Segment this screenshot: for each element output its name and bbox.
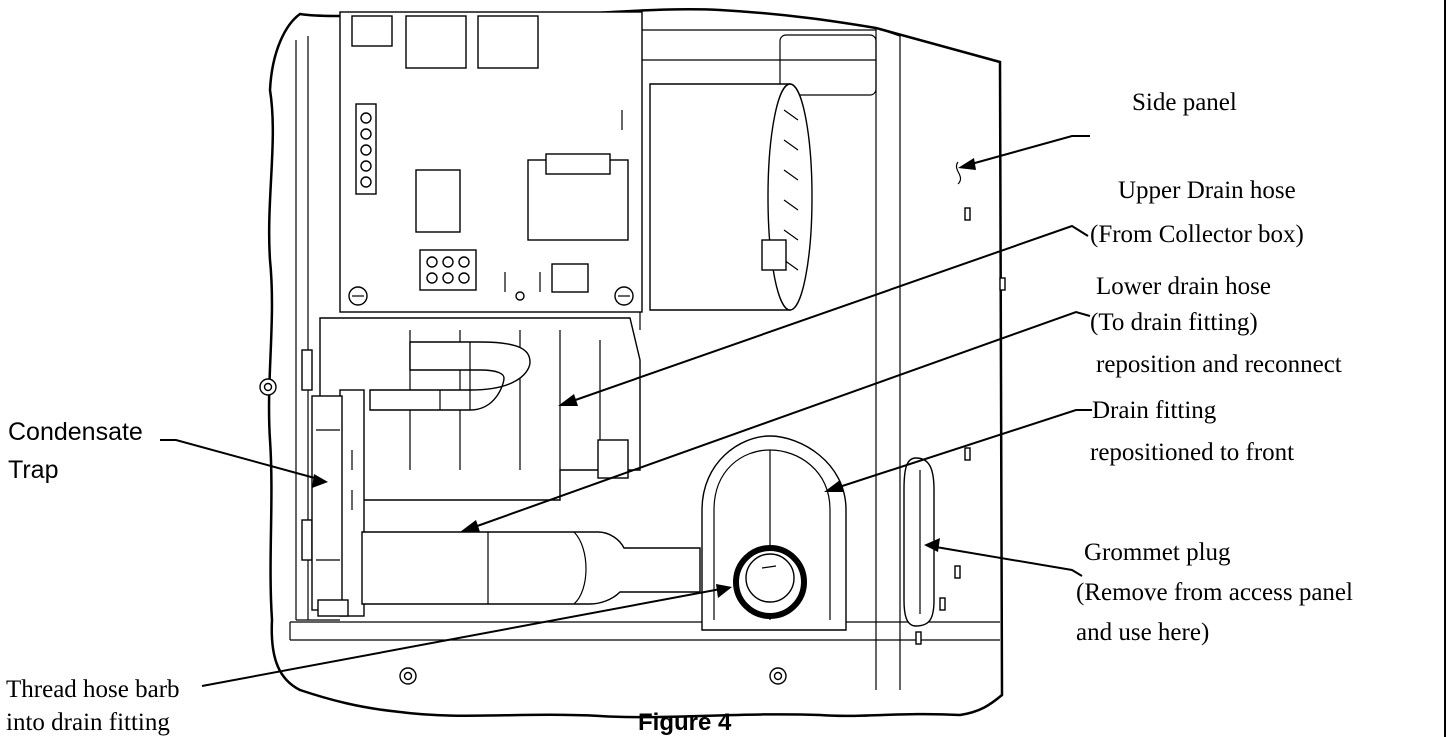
label-lower-drain-hose: Lower drain hose bbox=[1096, 273, 1271, 300]
label-lower-drain-hose-sub2: reposition and reconnect bbox=[1096, 351, 1342, 378]
terminal-screws bbox=[360, 112, 372, 188]
board-relay-2 bbox=[405, 15, 467, 69]
leader-thread-hose-barb bbox=[201, 587, 727, 687]
label-condensate-trap: Condensate bbox=[8, 418, 143, 446]
left-wall-clip-2 bbox=[301, 519, 313, 561]
collector-port bbox=[597, 439, 629, 479]
upper-hose-cuff bbox=[439, 342, 471, 410]
label-drain-fitting-sub: repositioned to front bbox=[1090, 439, 1294, 466]
upper-right-bracket bbox=[779, 34, 877, 96]
leader-drain-fitting bbox=[829, 409, 1092, 491]
label-upper-drain-hose-sub: (From Collector box) bbox=[1090, 221, 1304, 248]
board-mount-screw-icon bbox=[614, 286, 634, 306]
connector-pins bbox=[426, 256, 470, 284]
screw-icon bbox=[259, 378, 277, 396]
board-hole bbox=[515, 291, 525, 301]
label-side-panel: Side panel bbox=[1132, 89, 1237, 116]
trap-ribs bbox=[316, 429, 353, 561]
left-wall-clip bbox=[301, 349, 313, 391]
board-relay-1 bbox=[351, 15, 393, 47]
arrow-side-panel bbox=[958, 158, 976, 170]
arrow-lower-drain-hose bbox=[460, 520, 480, 532]
grommet-plug bbox=[903, 457, 935, 627]
arrow-condensate-trap bbox=[312, 474, 328, 488]
panel-fasteners bbox=[915, 207, 1006, 645]
label-condensate-trap-sub: Trap bbox=[8, 456, 58, 484]
arrow-drain-fitting bbox=[824, 480, 844, 492]
motor-vents bbox=[783, 109, 799, 271]
hose-barb bbox=[745, 553, 795, 603]
figure-caption: Figure 4 bbox=[638, 709, 732, 736]
side-panel-mark bbox=[955, 161, 962, 185]
board-slots bbox=[504, 110, 623, 292]
arrow-grommet-plug bbox=[924, 538, 940, 552]
label-lower-drain-hose-sub: (To drain fitting) bbox=[1090, 309, 1258, 336]
bottom-rail bbox=[289, 621, 1000, 641]
label-thread-hose-barb-sub: into drain fitting bbox=[6, 709, 170, 736]
screw-icon bbox=[769, 667, 787, 685]
motor-endcap bbox=[767, 83, 813, 311]
condensate-trap-face bbox=[311, 395, 343, 611]
lower-hose-cuff bbox=[487, 531, 587, 605]
board-connector bbox=[419, 249, 477, 291]
board-transformer-top bbox=[545, 153, 611, 175]
leader-side-panel bbox=[963, 135, 1090, 167]
leader-condensate-trap bbox=[160, 439, 323, 481]
board-jumper bbox=[551, 263, 589, 293]
trap-foot bbox=[317, 599, 349, 617]
screw-icon bbox=[399, 667, 417, 685]
arrow-thread-hose-barb bbox=[716, 584, 732, 598]
board-transformer-small bbox=[415, 169, 461, 233]
label-upper-drain-hose: Upper Drain hose bbox=[1118, 177, 1296, 204]
cutaway-outline bbox=[267, 8, 1004, 719]
motor-connector bbox=[761, 239, 787, 271]
side-panel bbox=[875, 27, 901, 690]
label-grommet-plug-sub2: and use here) bbox=[1076, 619, 1209, 646]
board-relay-3 bbox=[477, 15, 539, 69]
leader-lower-drain-hose bbox=[465, 310, 1091, 531]
label-drain-fitting: Drain fitting bbox=[1092, 397, 1217, 424]
label-grommet-plug: Grommet plug bbox=[1084, 539, 1231, 566]
leader-upper-drain-hose bbox=[563, 224, 1089, 405]
leader-grommet-plug bbox=[929, 545, 1083, 577]
label-grommet-plug-sub: (Remove from access panel bbox=[1076, 579, 1353, 606]
arrow-upper-drain-hose bbox=[558, 394, 578, 406]
lower-drain-hose bbox=[361, 531, 701, 605]
barb-mark bbox=[761, 565, 777, 569]
label-thread-hose-barb: Thread hose barb bbox=[6, 676, 180, 703]
upper-drain-hose bbox=[369, 341, 531, 411]
board-mount-screw-icon bbox=[348, 286, 368, 306]
